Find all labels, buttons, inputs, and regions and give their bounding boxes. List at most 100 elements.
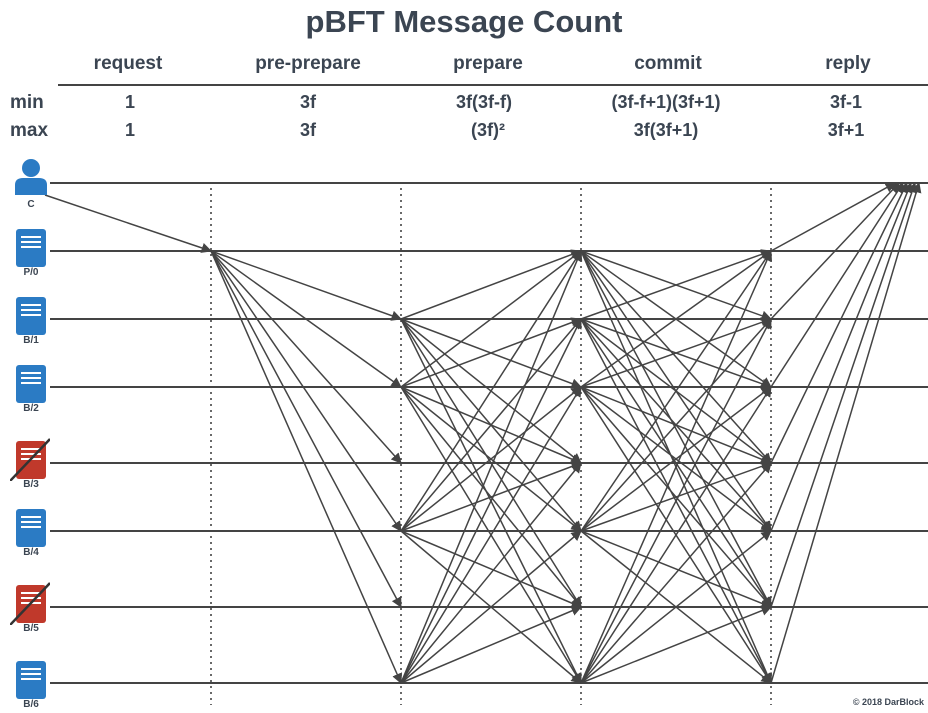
prepare-arrow	[400, 386, 582, 532]
max-request: 1	[124, 120, 136, 140]
commit-arrow	[580, 250, 773, 684]
node-b-6: B/6	[10, 657, 50, 711]
header-divider	[58, 84, 928, 86]
server-line-2	[21, 521, 41, 523]
pre-prepare-arrow	[210, 250, 402, 532]
pre-prepare-arrow	[210, 250, 402, 321]
strike-icon	[9, 438, 51, 482]
server-line-1	[21, 668, 41, 670]
node-label: P/0	[23, 267, 39, 278]
server-line-3	[21, 246, 41, 248]
node-c: C	[10, 157, 50, 211]
prepare-arrow	[400, 386, 582, 684]
prepare-arrow	[400, 318, 582, 684]
reply-arrow	[770, 182, 904, 388]
diagram-title: pBFT Message Count	[305, 4, 623, 39]
server-icon	[9, 582, 51, 626]
commit-arrow	[580, 317, 772, 388]
node-b-5: B/5	[9, 581, 51, 635]
commit-arrow	[580, 386, 772, 684]
pre-prepare-arrow	[210, 250, 403, 684]
reply-arrow	[770, 182, 913, 532]
server-line-1	[21, 304, 41, 306]
node-label: B/3	[23, 479, 39, 490]
max-pre-prepare: 3f	[299, 120, 317, 140]
request-arrow	[44, 194, 212, 253]
min-reply: 3f-1	[829, 92, 863, 112]
node-b-2: B/2	[10, 361, 50, 415]
node-b-4: B/4	[10, 505, 50, 559]
commit-arrow	[580, 461, 772, 532]
prepare-arrow	[400, 250, 583, 684]
row-label-min: min	[10, 92, 44, 113]
min-commit: (3f-f+1)(3f+1)	[611, 92, 721, 112]
server-icon	[16, 661, 46, 699]
server-line-3	[21, 526, 41, 528]
node-label: B/1	[23, 335, 39, 346]
commit-arrow	[580, 250, 772, 464]
server-line-1	[21, 516, 41, 518]
client-body	[15, 178, 47, 195]
min-prepare: 3f(3f-f)	[456, 92, 512, 112]
phase-label-pre-prepare: pre-prepare	[255, 53, 361, 74]
phase-label-prepare: prepare	[453, 53, 523, 74]
reply-arrow	[770, 182, 896, 252]
server-line-3	[21, 382, 41, 384]
commit-arrow	[580, 249, 772, 320]
commit-arrow	[580, 386, 772, 532]
commit-arrow	[580, 462, 772, 684]
prepare-arrow	[400, 530, 582, 684]
node-label: C	[27, 199, 35, 210]
commit-arrow	[580, 318, 772, 532]
prepare-arrow	[400, 318, 582, 532]
node-b-3: B/3	[9, 437, 51, 491]
server-line-2	[21, 309, 41, 311]
server-line-3	[21, 314, 41, 316]
server-line-2	[21, 673, 41, 675]
min-pre-prepare: 3f	[299, 92, 317, 112]
node-label: B/5	[23, 623, 39, 634]
pre-prepare-arrow	[210, 250, 402, 464]
node-p-0: P/0	[10, 225, 50, 279]
reply-arrow	[770, 182, 908, 464]
commit-arrow	[580, 530, 772, 684]
commit-arrow	[580, 318, 772, 608]
server-icon	[16, 509, 46, 547]
server-icon	[9, 438, 51, 482]
prepare-arrow	[400, 462, 582, 684]
commit-arrow	[580, 250, 772, 532]
max-commit: 3f(3f+1)	[633, 120, 699, 140]
prepare-arrow	[400, 530, 582, 609]
commit-arrow	[580, 605, 772, 684]
prepare-arrow	[400, 317, 582, 388]
server-line-2	[21, 597, 41, 599]
prepare-arrow	[400, 250, 582, 388]
copyright-notice: © 2018 DarBlock	[852, 697, 924, 707]
node-label: B/4	[23, 547, 39, 558]
server-icon	[16, 297, 46, 335]
server-line-2	[21, 241, 41, 243]
reply-arrow	[770, 182, 900, 320]
prepare-arrow	[400, 461, 582, 532]
commit-arrow	[580, 530, 772, 609]
server-line-1	[21, 592, 41, 594]
prepare-arrow	[400, 250, 582, 532]
strike-icon	[9, 582, 51, 626]
pre-prepare-arrow	[210, 250, 402, 388]
commit-arrow	[580, 250, 772, 608]
commit-arrow	[580, 318, 772, 684]
phase-label-reply: reply	[825, 53, 871, 74]
server-line-1	[21, 372, 41, 374]
reply-arrow	[770, 181, 922, 684]
server-line-1	[21, 448, 41, 450]
server-icon	[16, 229, 46, 267]
node-b-1: B/1	[10, 293, 50, 347]
server-line-3	[21, 678, 41, 680]
prepare-arrow	[400, 318, 582, 608]
reply-arrow	[770, 182, 917, 608]
prepare-arrow	[400, 249, 582, 320]
node-label: B/2	[23, 403, 39, 414]
commit-arrow	[580, 250, 772, 388]
server-line-1	[21, 236, 41, 238]
